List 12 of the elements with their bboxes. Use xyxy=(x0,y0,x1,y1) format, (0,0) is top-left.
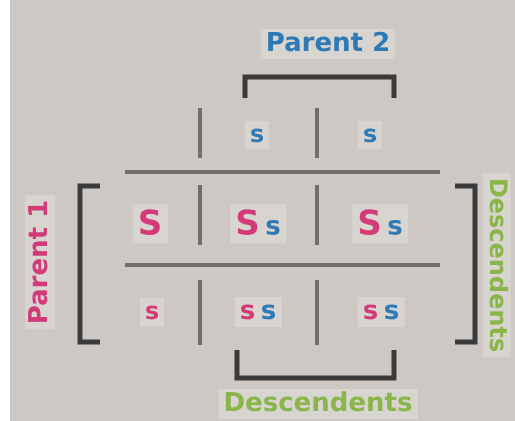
genotype-label: S s xyxy=(352,204,408,244)
parent-label: Parent 2 xyxy=(260,29,396,59)
allele-label: s xyxy=(244,121,270,149)
allele-label: s xyxy=(140,298,164,326)
allele-label: s xyxy=(358,121,382,149)
offspring-label: Descendents xyxy=(218,389,418,419)
genotype-label: s s xyxy=(234,297,282,327)
genotype-label: s s xyxy=(358,297,404,327)
offspring-label: Descendents xyxy=(483,172,511,358)
parent-label: Parent 1 xyxy=(25,194,55,330)
allele-label: S xyxy=(132,204,168,244)
genotype-label: S s xyxy=(230,204,286,244)
